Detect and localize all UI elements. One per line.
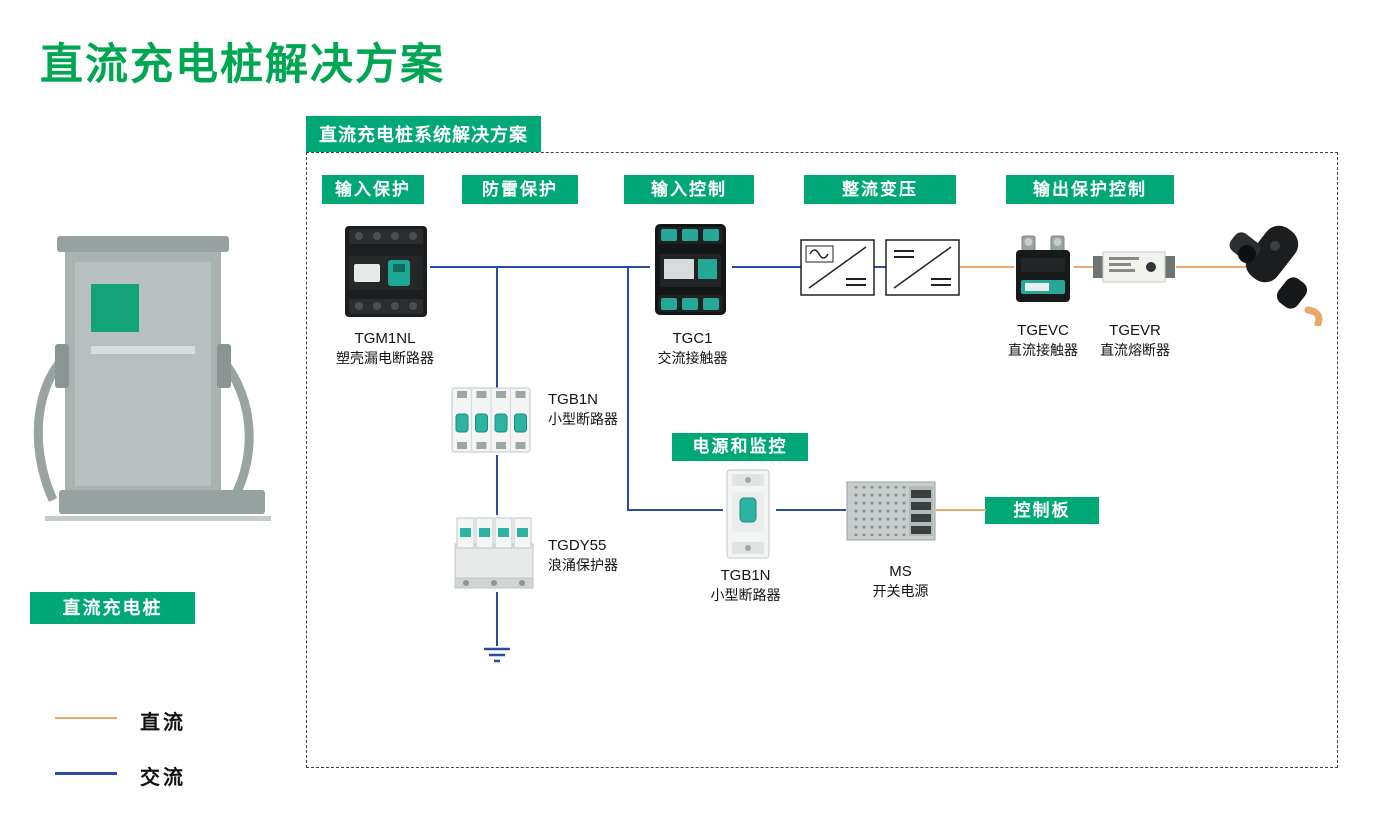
legend-dc-label: 直流 (140, 712, 186, 734)
stage-label-input-protection: 输入保护 (322, 175, 424, 204)
tgb1n-4p-model: TGB1N (548, 391, 599, 408)
molded-case-breaker-icon (345, 226, 427, 317)
miniature-breaker-1p-icon (726, 469, 770, 559)
ac-dc-converter-icon (800, 239, 875, 296)
tgdy55-product-image (452, 514, 536, 592)
tgevr-label: TGEVR 直流熔断器 (1075, 321, 1195, 360)
legend-ac-label: 交流 (140, 767, 186, 789)
tgevr-model: TGEVR (1109, 322, 1161, 339)
tgb1n-1p-label: TGB1N 小型断路器 (688, 566, 803, 605)
tgc1-label: TGC1 交流接触器 (620, 329, 765, 368)
ac-wire-to-tgb1n-1p (627, 509, 723, 511)
ms-desc: 开关电源 (872, 583, 929, 599)
page-title: 直流充电桩解决方案 (40, 41, 445, 89)
tgevr-desc: 直流熔断器 (1100, 342, 1170, 358)
diagram-canvas (306, 152, 1338, 768)
tgevc-desc: 直流接触器 (1008, 342, 1078, 358)
stage-label-output-protection-control: 输出保护控制 (1006, 175, 1174, 204)
ac-wire-tgb1n-to-tgdy55 (496, 455, 498, 515)
ac-wire-branch-down (627, 266, 629, 511)
tgb1n-1p-desc: 小型断路器 (710, 587, 781, 603)
tgc1-desc: 交流接触器 (657, 350, 728, 366)
stage-label-power-and-monitoring: 电源和监控 (672, 433, 808, 461)
stage-label-control-board: 控制板 (985, 497, 1099, 524)
tgdy55-model: TGDY55 (548, 537, 607, 554)
tgevc-model: TGEVC (1017, 322, 1069, 339)
ac-contactor-icon (655, 224, 726, 315)
surge-protector-icon (454, 517, 534, 589)
tgdy55-label: TGDY55 浪涌保护器 (548, 536, 668, 575)
dc-wire-rectifier-to-tgevc (958, 266, 1014, 268)
tgm1nl-label: TGM1NL 塑壳漏电断路器 (315, 329, 455, 368)
tgb1n-4p-product-image (450, 386, 532, 454)
ground-icon (482, 646, 512, 666)
tgb1n-4p-desc: 小型断路器 (548, 411, 618, 427)
ac-wire-rectifier-link (873, 266, 887, 268)
ms-product-image (845, 476, 937, 544)
dc-dc-converter-icon (885, 239, 960, 296)
ac-wire-to-tgb1n (496, 266, 498, 388)
tgdy55-desc: 浪涌保护器 (548, 557, 618, 573)
diagram-title-badge: 直流充电桩系统解决方案 (306, 116, 541, 152)
ac-wire-to-ground (496, 592, 498, 646)
ms-model: MS (889, 563, 912, 580)
stage-label-input-control: 输入控制 (624, 175, 754, 204)
tgevc-label: TGEVC 直流接触器 (983, 321, 1103, 360)
tgb1n-1p-model: TGB1N (720, 567, 771, 584)
tgb1n-4p-label: TGB1N 小型断路器 (548, 390, 668, 429)
stage-label-rectify-transform: 整流变压 (804, 175, 956, 204)
dc-fuse-icon (1093, 251, 1175, 283)
tgevr-product-image (1091, 246, 1177, 288)
dc-wire-tgevr-to-gun (1176, 266, 1246, 268)
miniature-breaker-4p-icon (451, 387, 531, 453)
charging-pile-badge: 直流充电桩 (30, 592, 195, 624)
tgc1-product-image (648, 222, 733, 317)
dc-wire-ms-to-control-board (936, 509, 986, 511)
tgb1n-1p-product-image (720, 468, 776, 560)
ac-wire-tgc1-to-rectifier (732, 266, 802, 268)
stage-label-lightning-protection: 防雷保护 (462, 175, 578, 204)
tgm1nl-model: TGM1NL (354, 330, 416, 347)
legend-dc-line (55, 717, 117, 719)
dc-wire-tgevc-to-tgevr (1074, 266, 1093, 268)
tgm1nl-desc: 塑壳漏电断路器 (336, 350, 434, 366)
ev-charger-station-icon (33, 236, 271, 521)
dc-contactor-icon (1016, 235, 1070, 302)
tgm1nl-product-image (340, 224, 432, 319)
tgc1-model: TGC1 (672, 330, 713, 347)
charging-pile-illustration (15, 228, 275, 528)
legend-ac-line (55, 772, 117, 775)
ac-wire-tgb1n-to-ms (776, 509, 846, 511)
switching-power-supply-icon (846, 481, 936, 541)
ac-wire-main-bus (430, 266, 650, 268)
tgevc-product-image (1012, 234, 1074, 306)
charging-gun-icon (1228, 222, 1323, 328)
ms-label: MS 开关电源 (848, 562, 953, 601)
